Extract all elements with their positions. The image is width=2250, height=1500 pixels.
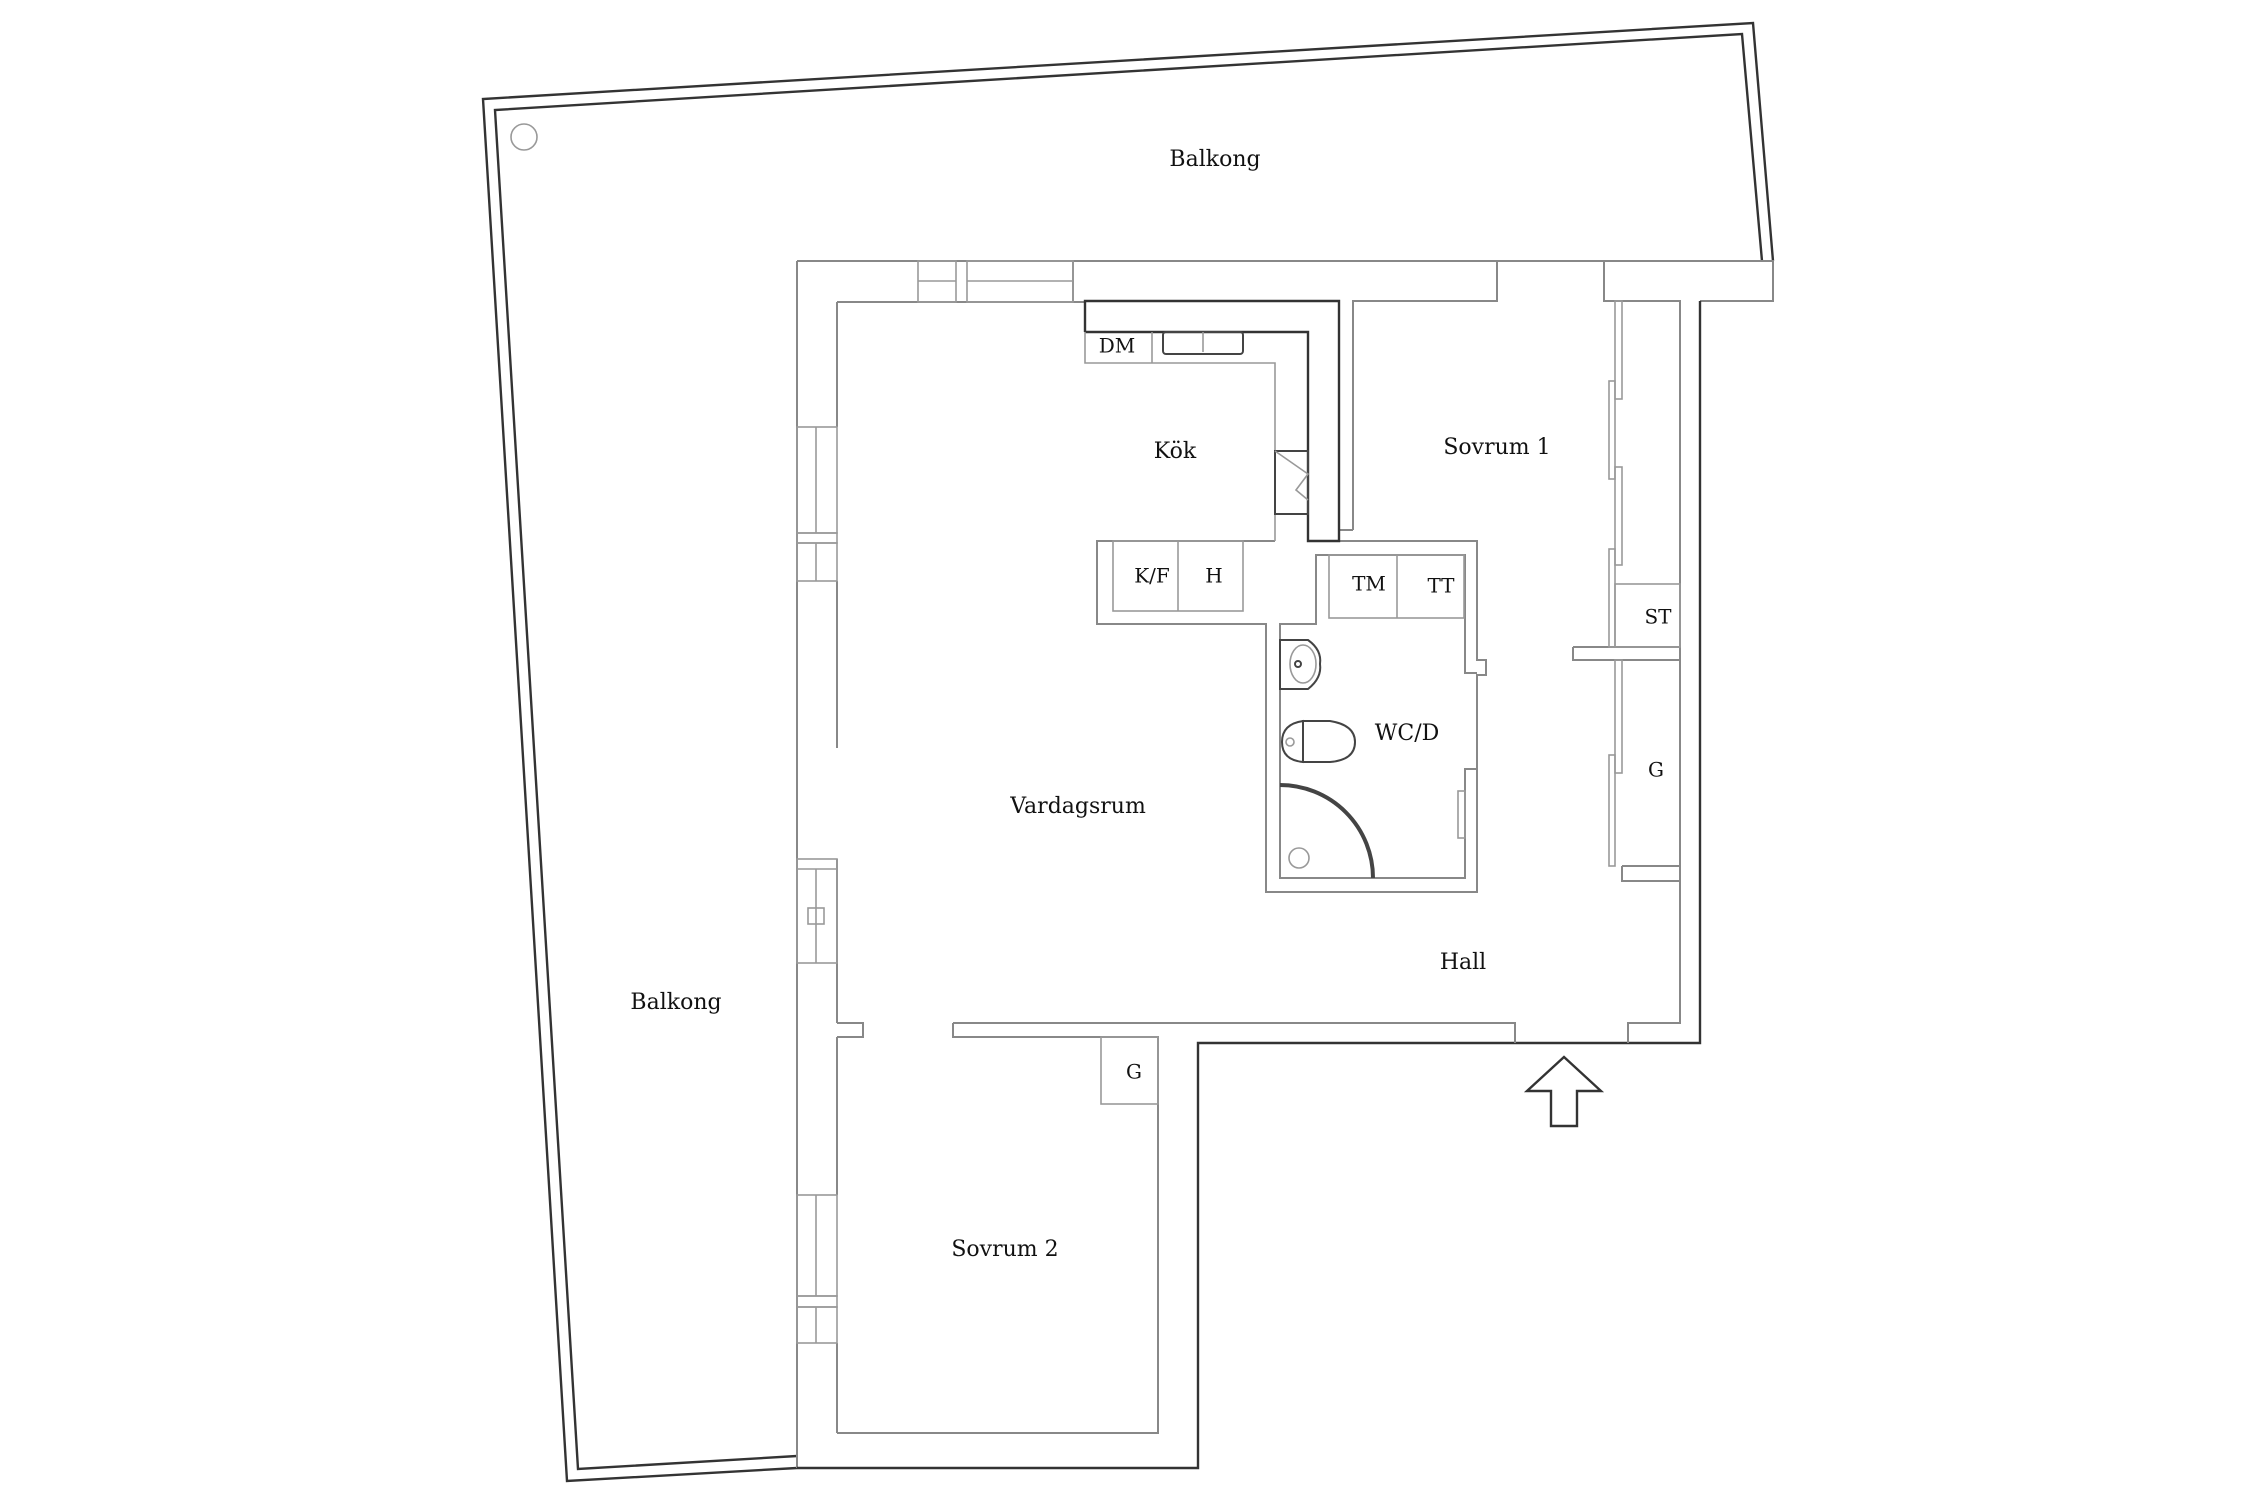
entrance-arrow-icon (1523, 1055, 1605, 1128)
oven-icon (1274, 450, 1309, 515)
fixture-label-tm: TM (1352, 572, 1386, 596)
kitchen-counter (1083, 299, 1341, 543)
toilet-icon (1302, 720, 1357, 763)
balcony-outline (481, 21, 1775, 1483)
building-outer-wall (796, 260, 1774, 1470)
shower-door-icon (1279, 783, 1375, 879)
fixture-label-g-sovrum-2: G (1126, 1060, 1142, 1084)
balcony-label-top: Balkong (1169, 147, 1260, 172)
room-label-wc-d: WC/D (1375, 721, 1440, 746)
fixture-label-kf: K/F (1134, 564, 1170, 588)
fixture-label-dm: DM (1099, 334, 1136, 358)
windows (796, 260, 1074, 1344)
washbasin-icon (1279, 639, 1322, 690)
fixture-label-h: H (1205, 564, 1222, 588)
drain-icon (510, 123, 538, 151)
appliance-boxes (1100, 540, 1681, 1105)
room-label-sovrum-2: Sovrum 2 (951, 1237, 1058, 1262)
fixture-label-tt: TT (1427, 574, 1455, 598)
room-label-hall: Hall (1440, 950, 1486, 975)
fixture-label-st: ST (1644, 605, 1672, 629)
room-label-sovrum-1: Sovrum 1 (1443, 435, 1550, 460)
room-label-vardagsrum: Vardagsrum (1009, 794, 1146, 819)
fixture-label-g-hall: G (1648, 758, 1664, 782)
balcony-label-left: Balkong (630, 990, 721, 1015)
bathroom-fixtures (1279, 639, 1466, 879)
shower-drain-icon (1288, 847, 1310, 869)
room-label-kok: Kök (1154, 439, 1197, 464)
closet-doors (1608, 300, 1623, 867)
labels: Balkong Balkong Kök Sovrum 1 Vardagsrum … (630, 147, 1672, 1262)
